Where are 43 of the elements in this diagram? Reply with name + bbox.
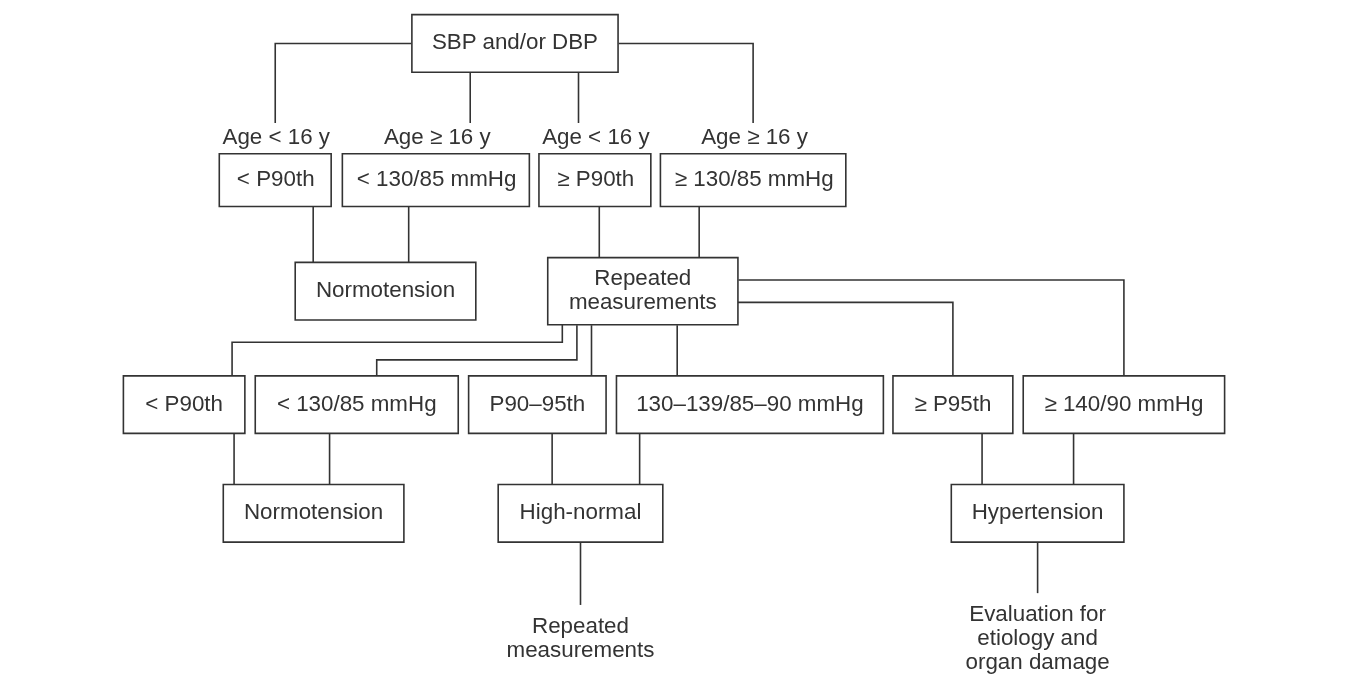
node-box: Repeated measurements: [546, 256, 739, 326]
node-box: ≥ P90th: [537, 152, 652, 208]
connector: [638, 432, 640, 485]
node-text: Evaluation for etiology and organ damage: [965, 600, 1110, 674]
node-box: Normotension: [222, 483, 405, 543]
node-text: Repeated measurements: [506, 612, 654, 662]
connector: [1036, 541, 1038, 594]
connector: [407, 206, 409, 263]
node-box: < P90th: [122, 375, 246, 435]
node-box: < 130/85 mmHg: [341, 152, 530, 208]
node-box: Hypertension: [950, 483, 1125, 543]
node-box: ≥ 140/90 mmHg: [1021, 375, 1225, 435]
node-box: Normotension: [293, 261, 477, 321]
connector: [980, 432, 983, 485]
connector: [736, 301, 954, 377]
node-box: < P90th: [218, 152, 332, 208]
connector: [737, 279, 1125, 377]
connector: [590, 324, 592, 377]
connector: [328, 432, 330, 485]
node-box: ≥ 130/85 mmHg: [659, 152, 847, 208]
node-label: Age < 16 y: [541, 124, 650, 150]
connector: [617, 42, 754, 124]
connector: [577, 71, 579, 124]
connector: [550, 432, 553, 485]
connector: [1072, 432, 1074, 485]
connector: [232, 432, 235, 485]
node-box: < 130/85 mmHg: [253, 375, 459, 435]
connector: [468, 71, 471, 124]
node-label: Age ≥ 16 y: [383, 124, 491, 150]
connector: [675, 324, 678, 377]
connector: [311, 206, 314, 263]
connector: [273, 42, 412, 124]
node-label: Age < 16 y: [221, 124, 330, 150]
node-box: SBP and/or DBP: [410, 13, 619, 73]
connector: [697, 206, 700, 259]
node-box: ≥ P95th: [891, 375, 1014, 435]
connector: [230, 324, 563, 377]
node-box: High-normal: [496, 483, 664, 543]
node-label: Age ≥ 16 y: [700, 124, 808, 150]
connector: [579, 541, 581, 606]
node-box: 130–139/85–90 mmHg: [615, 375, 884, 435]
node-box: P90–95th: [467, 375, 607, 435]
connector: [598, 206, 600, 259]
